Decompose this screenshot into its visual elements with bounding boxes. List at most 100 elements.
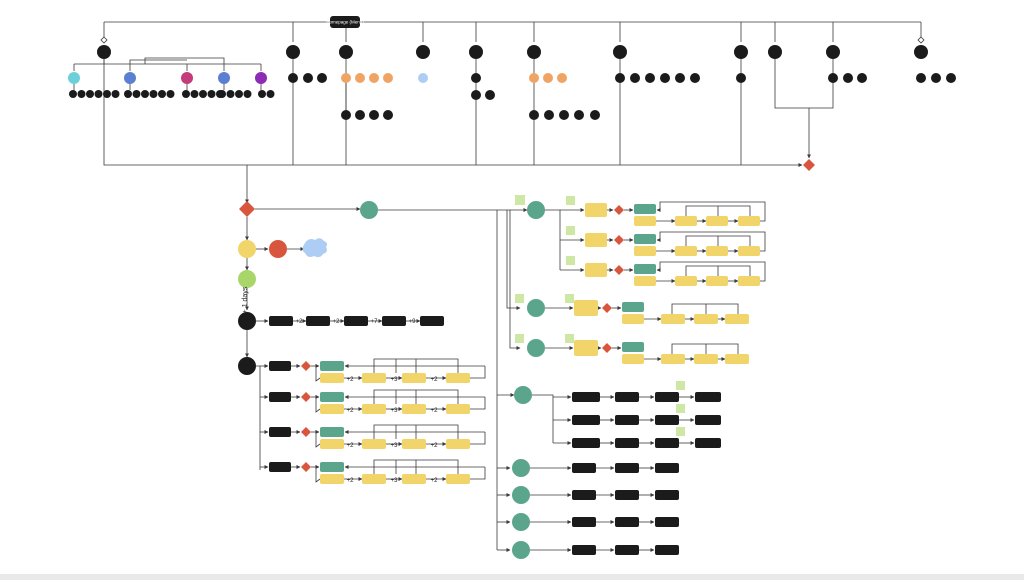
orange-node (383, 73, 393, 83)
segment-box (269, 361, 291, 371)
leaf-node (218, 90, 226, 98)
orange-node (355, 73, 365, 83)
category-node (286, 45, 300, 59)
segment-decision (301, 361, 311, 371)
content-box (694, 314, 718, 324)
teal-branch-node (512, 459, 530, 477)
category-node (527, 45, 541, 59)
teal-branch-node (527, 201, 545, 219)
segment-box (269, 427, 291, 437)
colored-category-node (218, 72, 230, 84)
action-box (655, 463, 679, 473)
branch-diamond (100, 36, 108, 44)
delay-multiplier: +2 (431, 443, 439, 449)
category-node (826, 45, 840, 59)
leaf-node (615, 73, 625, 83)
category-node (416, 45, 430, 59)
action-box (615, 463, 639, 473)
content-box (725, 354, 749, 364)
channel-box (320, 462, 344, 472)
connector-line (506, 210, 521, 310)
action-box (269, 316, 293, 326)
delay-multiplier: +9 (409, 319, 417, 325)
category-node (613, 45, 627, 59)
leaf-node (383, 110, 393, 120)
content-box (706, 246, 728, 256)
channel-box (634, 204, 656, 214)
content-box (622, 314, 644, 324)
channel-box (634, 264, 656, 274)
delay-multiplier: +3 (391, 408, 399, 414)
colored-category-node (68, 72, 80, 84)
segment-decision (614, 265, 624, 275)
connector-line (256, 365, 261, 470)
connector-line (509, 210, 521, 350)
delay-multiplier: +3 (391, 443, 399, 449)
action-box (695, 415, 721, 425)
segment-decision (602, 303, 612, 313)
action-box (615, 438, 639, 448)
leaf-node (857, 73, 867, 83)
diagram-labels: Homepage (Menu) + 1 days +2+2+7+9+2+3+2+… (242, 20, 438, 485)
teal-branch-node (527, 299, 545, 317)
leaf-node (207, 90, 216, 98)
delay-multiplier: +2 (347, 478, 355, 484)
content-box (446, 404, 470, 414)
orange-node (529, 73, 539, 83)
category-node (768, 45, 782, 59)
diagram-nodes (68, 16, 956, 559)
action-box (655, 517, 679, 527)
connector-line (659, 201, 766, 222)
delay-multiplier: +3 (391, 377, 399, 383)
content-box (738, 216, 760, 226)
leaf-node (317, 73, 327, 83)
leaf-node (485, 90, 495, 100)
note-box (515, 294, 524, 303)
connector-line (470, 397, 486, 410)
action-box (572, 517, 596, 527)
action-box (572, 490, 596, 500)
action-box (420, 316, 444, 326)
connector-line (315, 395, 321, 413)
content-box (446, 474, 470, 484)
connector-line (671, 303, 739, 314)
leaf-node (660, 73, 670, 83)
delay-multiplier: +2 (347, 408, 355, 414)
action-box (572, 415, 600, 425)
branch-diamond (917, 36, 925, 44)
segment-decision (301, 392, 311, 402)
content-box (675, 216, 697, 226)
leaf-node (590, 110, 600, 120)
segment-decision (602, 343, 612, 353)
content-box (634, 216, 656, 226)
colored-category-node (181, 72, 193, 84)
segment-decision (301, 462, 311, 472)
content-box (362, 373, 386, 383)
content-box (320, 404, 344, 414)
lime-step (238, 270, 256, 288)
action-box (615, 490, 639, 500)
action-box (655, 438, 679, 448)
colored-category-node (255, 72, 267, 84)
delay-multiplier: +3 (391, 478, 399, 484)
teal-branch-node (527, 339, 545, 357)
connector-line (470, 432, 486, 445)
leaf-node (226, 90, 235, 98)
leaf-node (630, 73, 640, 83)
leaf-node (559, 110, 569, 120)
content-box (661, 314, 685, 324)
content-box (446, 439, 470, 449)
channel-box (320, 427, 344, 437)
connector-line (671, 343, 739, 354)
segment-box (269, 392, 291, 402)
note-box (566, 256, 575, 265)
connector-line (315, 364, 321, 382)
bottom-scrollbar-strip (0, 574, 1024, 580)
ice-node (418, 73, 428, 83)
leaf-node (190, 90, 199, 98)
connector-line (315, 465, 321, 483)
connector-line (470, 467, 486, 480)
delay-side-label: + 1 days (242, 286, 249, 313)
content-box (320, 373, 344, 383)
connector-line (470, 366, 486, 379)
